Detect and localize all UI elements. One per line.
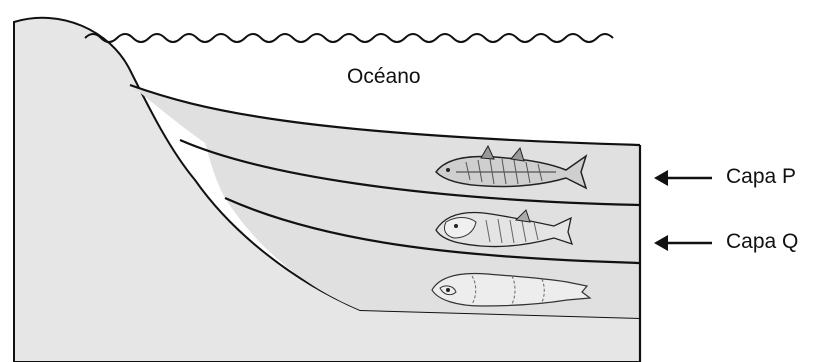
layer-q-label: Capa Q — [726, 231, 798, 252]
arrow-left-icon — [654, 170, 712, 186]
ocean-surface-wave — [85, 34, 613, 42]
arrow-left-icon — [654, 235, 712, 251]
ocean-label: Océano — [347, 66, 421, 87]
layer-p-label: Capa P — [726, 166, 796, 187]
